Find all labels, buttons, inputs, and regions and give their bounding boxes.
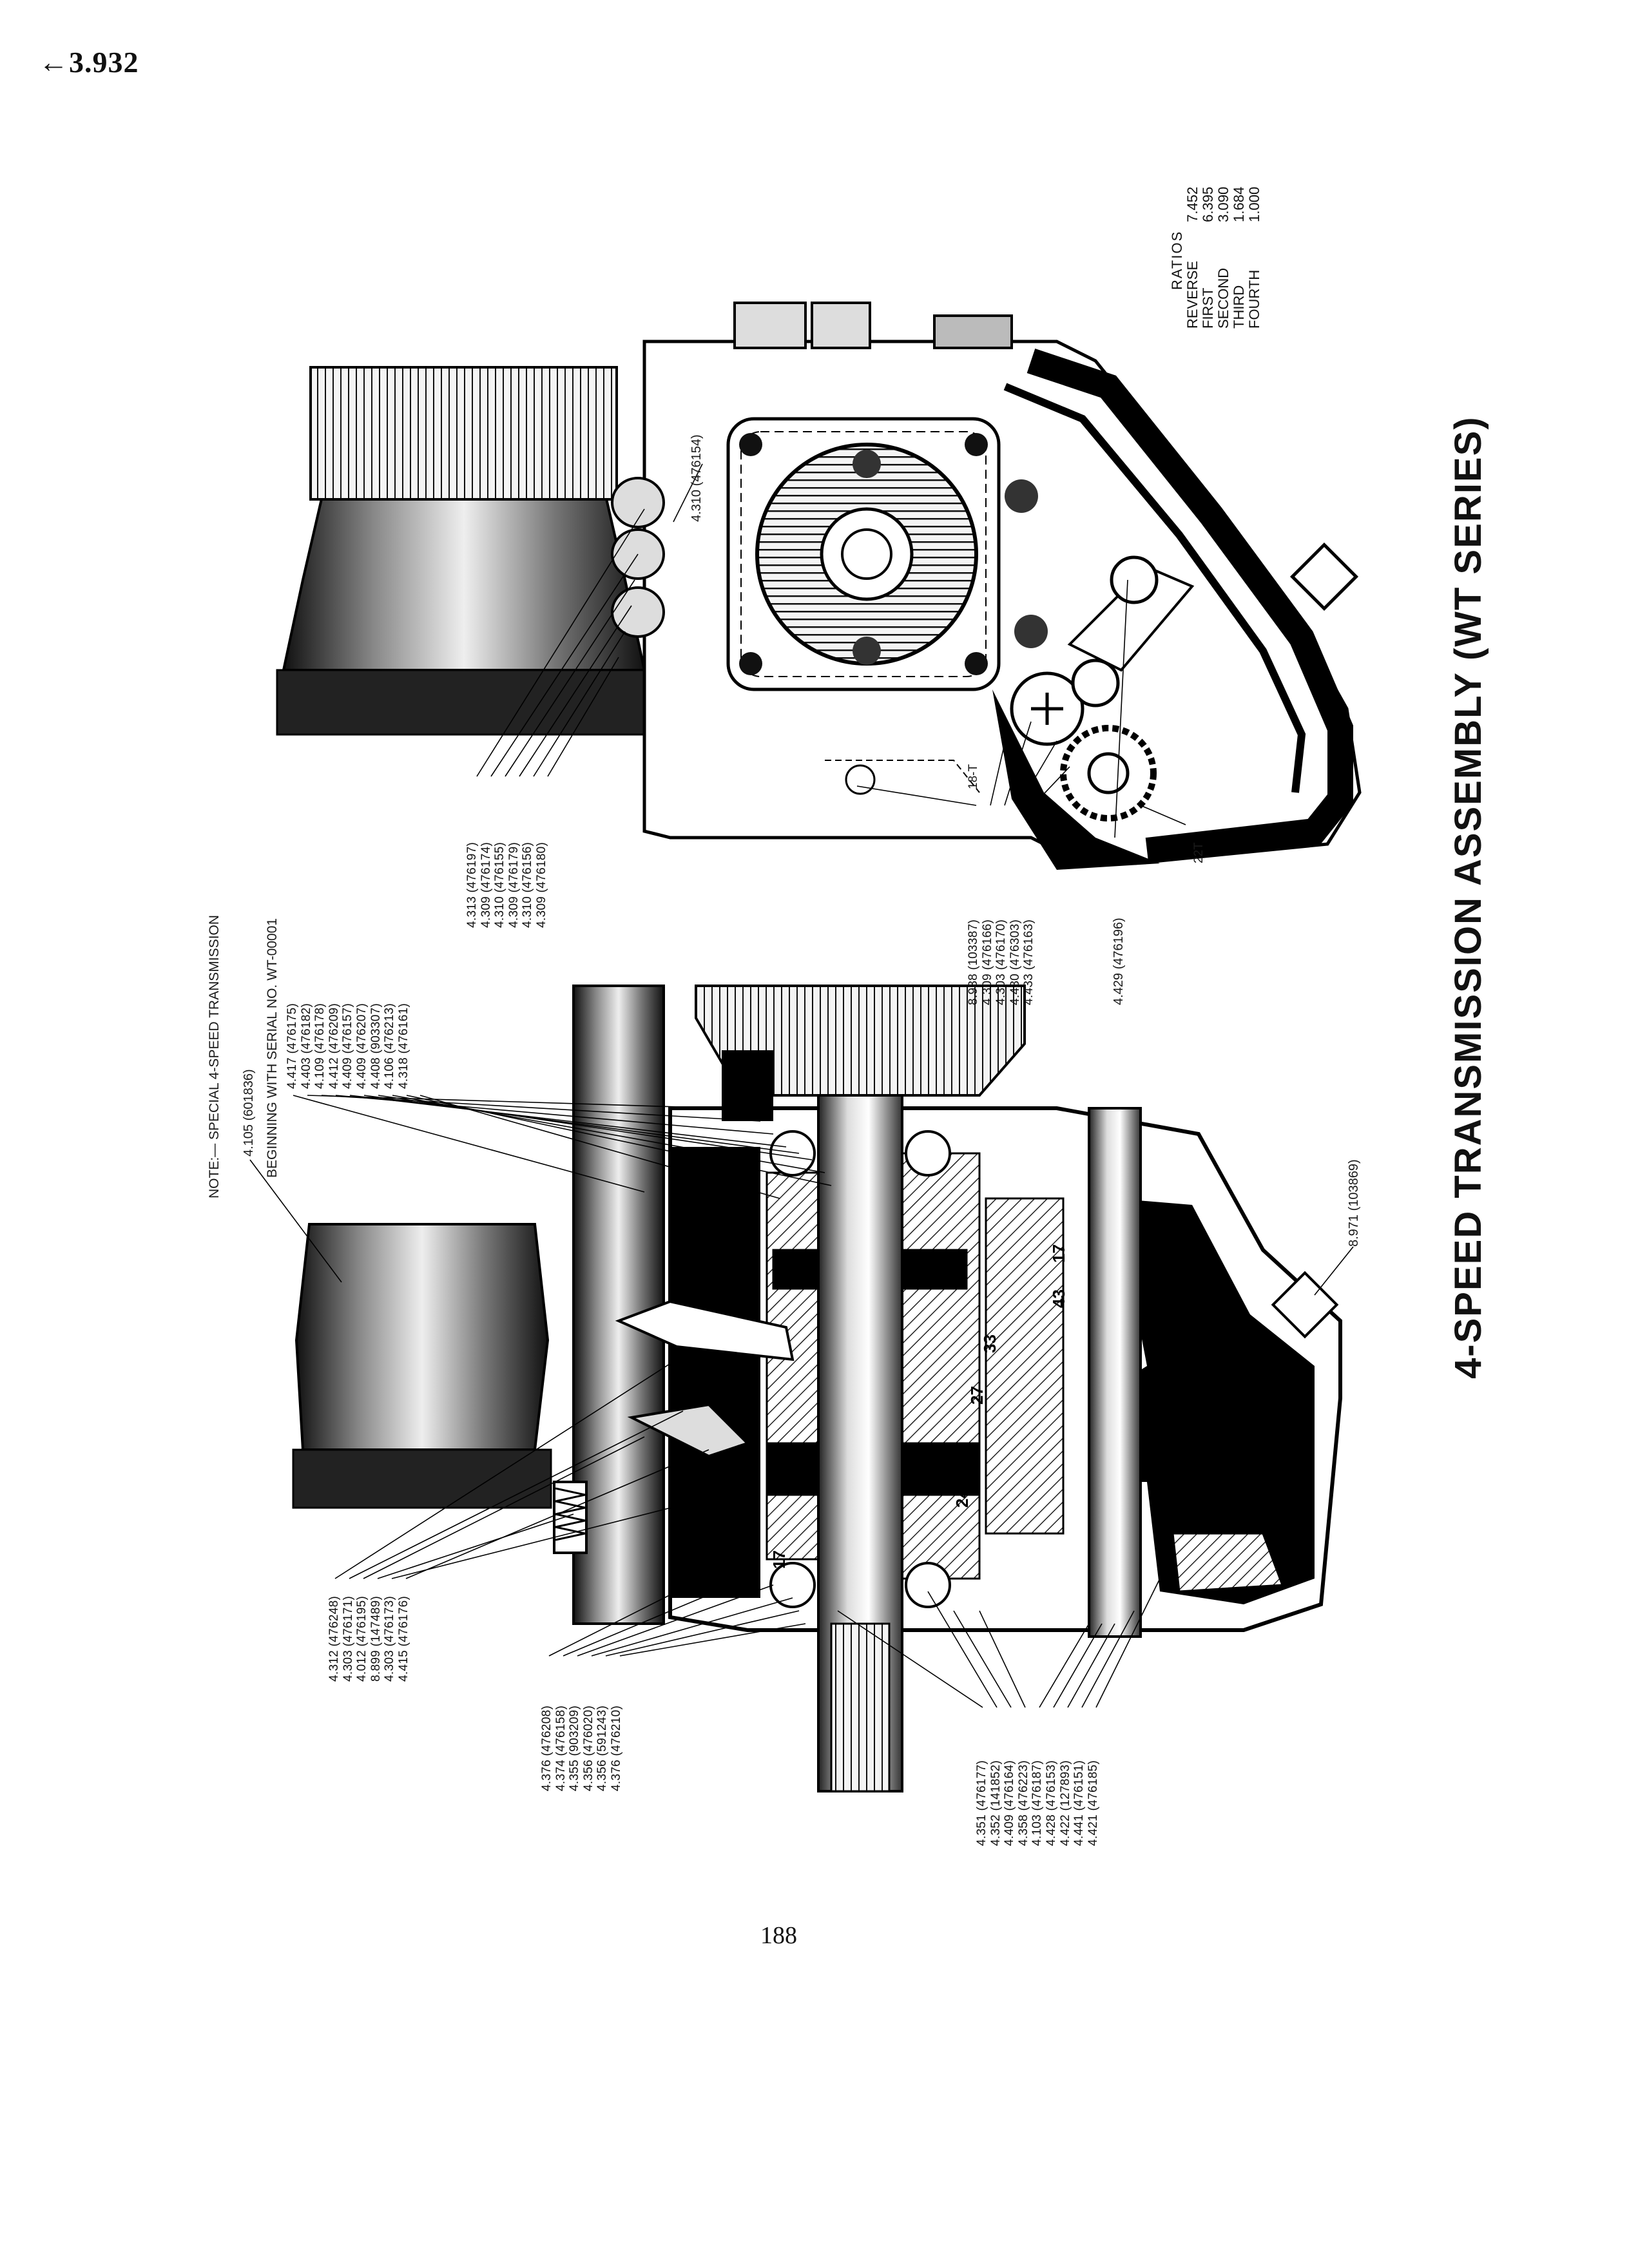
end-view-shift-label-group: 4.313 (476197) 4.309 (476174) 4.310 (476… <box>465 842 549 928</box>
part-label: 4.430 (476303) <box>1008 919 1022 1005</box>
section-top-label-group: 4.417 (476175) 4.403 (476182) 4.109 (476… <box>285 1003 410 1089</box>
gear-tooth-count: 24 <box>952 1489 972 1508</box>
ratio-gear: FIRST <box>1200 287 1216 329</box>
part-label: 4.303 (476173) <box>383 1595 397 1682</box>
note-line-2: BEGINNING WITH SERIAL NO. WT-00001 <box>265 918 280 1178</box>
label-idler: 4.429 (476196) <box>1112 918 1126 1005</box>
part-label: 8.938 (103387) <box>967 919 980 1005</box>
part-label: 4.421 (476185) <box>1086 1760 1100 1846</box>
part-label: 4.355 (903209) <box>568 1705 582 1791</box>
part-label: 4.318 (476161) <box>396 1003 410 1089</box>
gear-tooth-count: 17 <box>769 1550 789 1569</box>
part-label: 4.356 (476020) <box>581 1705 595 1791</box>
gear-tooth-count: 17 <box>1049 1244 1068 1263</box>
section-shaft-label-group: 4.351 (476177) 4.352 (141852) 4.409 (476… <box>975 1760 1100 1846</box>
gear-tooth-count: 36 <box>903 1463 922 1482</box>
part-label: 4.309 (476174) <box>479 841 493 928</box>
part-label: 4.403 (476182) <box>299 1003 313 1089</box>
ratios-rows: REVERSE 7.452 FIRST 6.395 SECOND 3.090 T… <box>1184 186 1262 329</box>
ratio-gear: THIRD <box>1231 285 1247 329</box>
ratio-gear: SECOND <box>1215 267 1231 329</box>
page-number: 188 <box>760 1922 797 1949</box>
part-label: 4.303 (476171) <box>341 1595 355 1682</box>
part-label: 4.412 (476209) <box>327 1003 341 1089</box>
part-label: 4.433 (476163) <box>1022 919 1036 1005</box>
part-label: 4.309 (476179) <box>506 841 521 928</box>
ratio-row: THIRD 1.684 <box>1231 187 1247 329</box>
part-label: 4.310 (476156) <box>521 841 535 928</box>
part-label: 4.312 (476248) <box>327 1595 341 1682</box>
part-label: 4.409 (476207) <box>354 1003 369 1089</box>
part-label: 4.422 (127893) <box>1058 1760 1072 1846</box>
section-reference: ←3.932 <box>39 46 139 79</box>
label-drain-plug: 8.971 (103869) <box>1347 1159 1361 1247</box>
part-label: 8.899 (147489) <box>369 1595 383 1682</box>
part-label: 4.109 (476178) <box>313 1003 327 1089</box>
part-label: 4.428 (476153) <box>1044 1760 1058 1846</box>
gear-ratios-table: RATIOS REVERSE 7.452 FIRST 6.395 SECOND … <box>1169 186 1262 329</box>
part-label: 4.409 (476157) <box>341 1003 355 1089</box>
part-label: 4.358 (476223) <box>1016 1760 1030 1846</box>
end-view-gear-label-group: 8.938 (103387) 4.309 (476166) 4.303 (476… <box>967 919 1036 1005</box>
part-label: 4.303 (476170) <box>994 919 1008 1005</box>
part-label: 4.356 (591243) <box>595 1705 610 1791</box>
part-label: 4.374 (476158) <box>554 1705 568 1791</box>
note-block: NOTE:— SPECIAL 4-SPEED TRANSMISSION BEGI… <box>166 915 302 1198</box>
end-view-drawing <box>276 302 1362 870</box>
part-label: 4.012 (476195) <box>355 1595 369 1682</box>
ratios-heading: RATIOS <box>1169 230 1185 290</box>
label-breather: 4.105 (601836) <box>242 1069 256 1157</box>
part-label: 4.376 (476210) <box>609 1705 623 1791</box>
note-line-1: NOTE:— SPECIAL 4-SPEED TRANSMISSION <box>207 915 222 1198</box>
part-label: 4.417 (476175) <box>285 1003 299 1089</box>
part-label: 4.309 (476166) <box>980 919 994 1005</box>
ratio-value: 3.090 <box>1215 186 1231 222</box>
label-22-tooth: 22T <box>1192 842 1206 863</box>
ratio-row: FIRST 6.395 <box>1200 187 1216 329</box>
part-label: 4.409 (476164) <box>1003 1760 1017 1846</box>
part-label: 4.408 (903307) <box>369 1003 383 1089</box>
ratio-gear: FOURTH <box>1246 269 1262 329</box>
section-bearing-label-group: 4.376 (476208) 4.374 (476158) 4.355 (903… <box>540 1706 624 1791</box>
label-end-top: 4.310 (476154) <box>689 434 704 522</box>
section-left-label-group: 4.312 (476248) 4.303 (476171) 4.012 (476… <box>327 1596 411 1682</box>
part-label: 4.351 (476177) <box>975 1760 988 1846</box>
ratio-gear: REVERSE <box>1184 260 1200 329</box>
ratio-row: SECOND 3.090 <box>1215 186 1231 329</box>
gear-tooth-count: 33 <box>980 1334 999 1353</box>
part-label: 4.352 (141852) <box>988 1760 1003 1846</box>
ratio-value: 1.000 <box>1246 186 1262 222</box>
part-label: 4.313 (476197) <box>465 841 479 928</box>
ratio-row: FOURTH 1.000 <box>1246 186 1262 329</box>
part-label: 4.309 (476180) <box>534 841 548 928</box>
ratio-value: 7.452 <box>1184 186 1200 222</box>
page-title: 4-SPEED TRANSMISSION ASSEMBLY (WT SERIES… <box>1447 416 1489 1379</box>
ratio-row: REVERSE 7.452 <box>1184 186 1200 329</box>
part-label: 4.441 (476151) <box>1072 1760 1086 1846</box>
ratio-value: 6.395 <box>1200 186 1216 222</box>
part-label: 4.310 (476155) <box>493 841 507 928</box>
section-view-drawing: 17 43 33 27 36 24 17 43 <box>249 985 1354 1792</box>
part-label: 4.103 (476187) <box>1030 1760 1045 1846</box>
part-label: 4.415 (476176) <box>396 1595 410 1682</box>
gear-tooth-count: 43 <box>1270 1550 1289 1569</box>
part-label: 4.376 (476208) <box>540 1705 554 1791</box>
ratio-value: 1.684 <box>1231 186 1247 222</box>
label-18-tooth: 18-T <box>967 764 980 789</box>
gear-tooth-count: 43 <box>1049 1289 1068 1308</box>
part-label: 4.106 (476213) <box>383 1003 397 1089</box>
gear-tooth-count: 27 <box>967 1386 987 1405</box>
